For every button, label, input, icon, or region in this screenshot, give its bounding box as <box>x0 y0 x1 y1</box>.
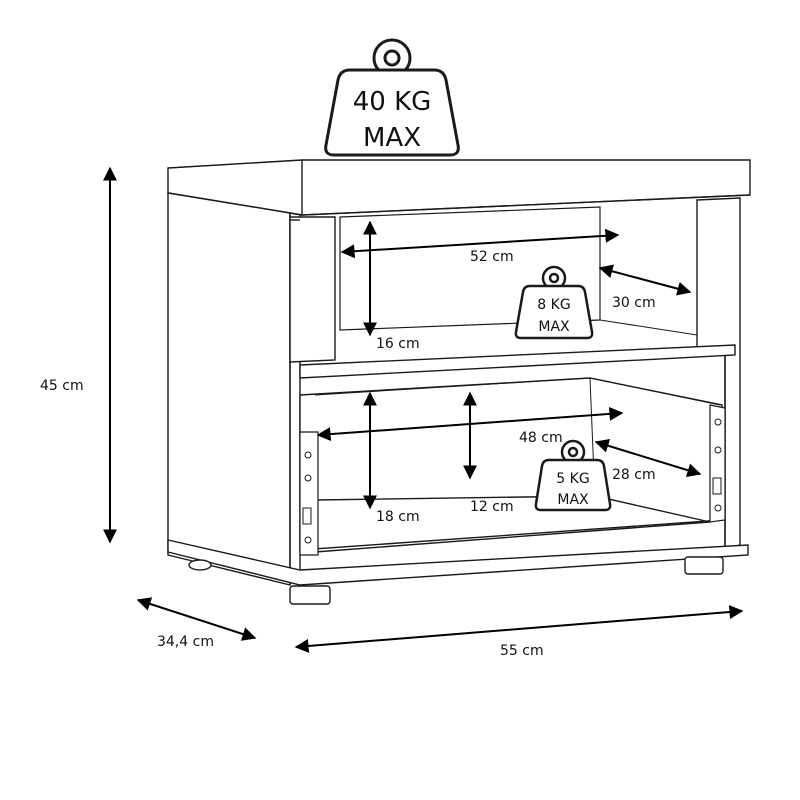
depth-label: 34,4 cm <box>157 634 214 650</box>
foot-front <box>289 585 331 605</box>
drawer-weight-value: 5 KG <box>556 471 589 487</box>
left-side-panel <box>167 192 291 586</box>
top-weight-value: 40 KG <box>353 87 432 117</box>
width-arrow <box>294 605 744 653</box>
drawer-width-label: 48 cm <box>519 430 563 446</box>
drawer-screws <box>302 418 722 544</box>
drawer-front <box>299 377 723 551</box>
drawer-height-label: 18 cm <box>376 509 420 525</box>
weight-icon-top: 40 KG MAX <box>324 38 460 157</box>
drawer-depth-arrow <box>594 439 702 477</box>
shelf-depth-arrow <box>598 264 692 296</box>
drawer-weight-unit: MAX <box>557 492 589 508</box>
drawer-left-side <box>299 431 319 556</box>
plinth <box>167 539 749 586</box>
shelf-width-arrow <box>340 228 620 259</box>
shelf-width-label: 52 cm <box>470 249 514 265</box>
shelf-depth-label: 30 cm <box>612 295 656 311</box>
weight-icon-shelf: 8 KG MAX <box>514 265 594 340</box>
drawer-depth-label: 28 cm <box>612 467 656 483</box>
foot-right <box>684 556 724 575</box>
foot-left <box>188 559 212 571</box>
drawer-inner-height-label: 12 cm <box>470 499 514 515</box>
height-label: 45 cm <box>40 378 84 394</box>
shelf-bottom-board <box>299 344 736 379</box>
shelf-weight-unit: MAX <box>538 319 570 335</box>
width-label: 55 cm <box>500 643 544 659</box>
dimension-labels: 45 cm 34,4 cm 55 cm 52 cm 30 cm 16 cm 48… <box>40 249 656 659</box>
shelf-weight-value: 8 KG <box>537 297 570 313</box>
dimension-arrows <box>103 166 744 653</box>
shelf-height-label: 16 cm <box>376 336 420 352</box>
shelf-left-pillar <box>289 216 336 363</box>
weight-icon-drawer: 5 KG MAX <box>534 439 612 512</box>
depth-arrow <box>136 597 257 641</box>
nightstand-drawing <box>167 159 751 605</box>
top-weight-unit: MAX <box>363 123 421 153</box>
drawer-right-side <box>709 404 726 523</box>
